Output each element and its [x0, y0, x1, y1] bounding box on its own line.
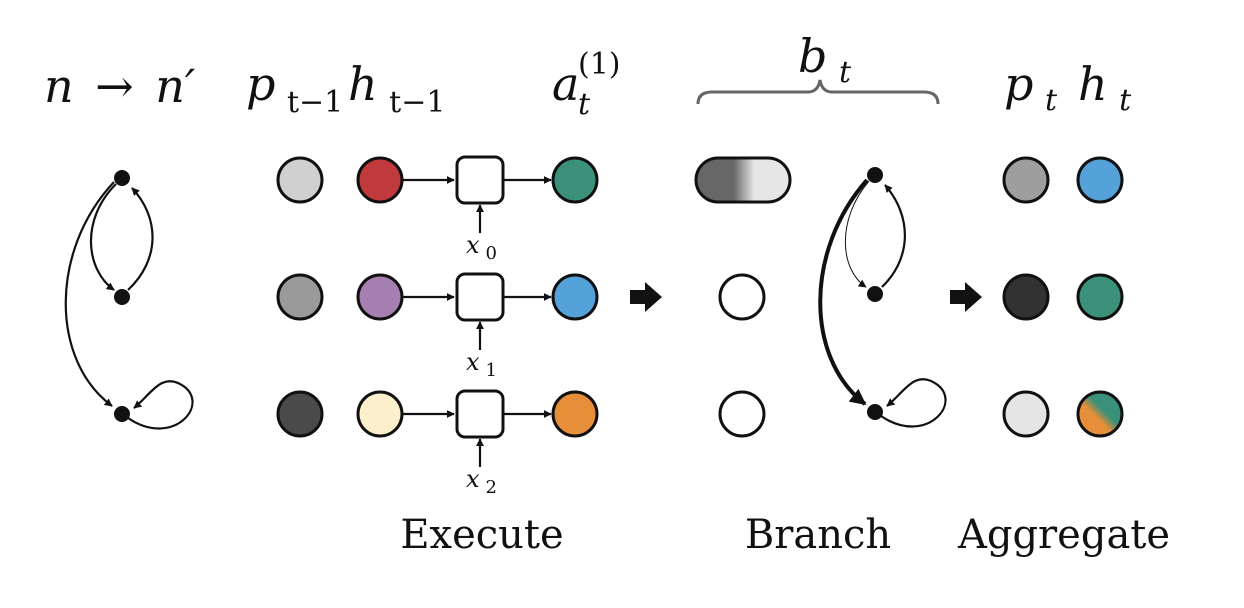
- h-prev-node-0: [356, 156, 404, 204]
- execute-op-box-2: [455, 389, 505, 439]
- a-t-node-2: [551, 390, 599, 438]
- label-n-prime: n′: [155, 59, 196, 113]
- right-arrow-icon: [950, 282, 982, 312]
- p-prev-node-2: [276, 390, 324, 438]
- label-p-t: p t: [1004, 57, 1058, 118]
- stage-arrow-branch-to-aggregate: [950, 282, 982, 312]
- branch-graph: [818, 167, 947, 428]
- input-label-0-sub: 0: [486, 243, 497, 264]
- branch-graph-node-top: [867, 167, 883, 183]
- input-label-2-base: x: [466, 465, 480, 493]
- h-prev-node-1: [356, 273, 404, 321]
- label-transition: n → n′: [44, 59, 196, 113]
- p-prev-node-1: [276, 273, 324, 321]
- edge-middle-to-top: [127, 187, 154, 291]
- label-a-t-sub: t: [578, 87, 591, 122]
- input-label-0-base: x: [466, 231, 480, 259]
- branch-edge-top-to-middle-thin: [844, 180, 870, 288]
- left-graph: [64, 170, 194, 430]
- label-p-prev-sub: t−1: [287, 85, 343, 120]
- a-t-node-0: [551, 156, 599, 204]
- edge-bottom-self-loop: [127, 380, 194, 430]
- input-label-1: x 1: [466, 348, 497, 381]
- branch-edge-bottom-self-loop: [880, 378, 947, 428]
- stage-label-branch: Branch: [745, 512, 891, 558]
- h-t-node-2: [1076, 390, 1124, 438]
- label-p-t-sub: t: [1045, 83, 1058, 118]
- p-t-node-2: [1002, 390, 1050, 438]
- b-t-node-2: [718, 390, 766, 438]
- h-t-node-0: [1076, 156, 1124, 204]
- label-b-t: b t: [798, 29, 852, 90]
- execute-op-box-1: [455, 272, 505, 322]
- input-label-1-base: x: [466, 348, 480, 376]
- b-t-pill-node-0: [694, 156, 792, 204]
- p-t-node-1: [1002, 273, 1050, 321]
- h-prev-node-2: [356, 390, 404, 438]
- a-t-node-1: [551, 273, 599, 321]
- label-arrow: →: [95, 59, 134, 113]
- input-label-2: x 2: [466, 465, 497, 498]
- stage-arrow-execute-to-branch: [630, 282, 662, 312]
- p-prev-node-0: [276, 156, 324, 204]
- label-a-t-sup: (1): [578, 47, 621, 82]
- graph-node-middle: [114, 289, 130, 305]
- branch-edge-middle-to-top: [881, 184, 906, 288]
- b-t-node-1: [718, 273, 766, 321]
- label-b-t-sub: t: [839, 55, 852, 90]
- branch-edge-top-to-bottom-thick: [818, 178, 869, 406]
- label-h-t-sub: t: [1119, 83, 1132, 118]
- h-t-node-1: [1076, 273, 1124, 321]
- b-t-brace: [696, 79, 940, 105]
- stage-label-aggregate: Aggregate: [957, 512, 1170, 558]
- input-label-2-sub: 2: [486, 477, 497, 498]
- input-label-0: x 0: [466, 231, 497, 264]
- execute-op-box-0: [455, 155, 505, 205]
- branch-graph-node-bottom: [867, 404, 883, 420]
- p-t-node-0: [1002, 156, 1050, 204]
- label-n: n: [44, 59, 74, 113]
- label-p-t-base: p: [1004, 57, 1033, 111]
- label-h-prev: h t−1: [348, 57, 445, 120]
- label-p-prev-base: p: [246, 57, 275, 111]
- graph-node-top: [114, 170, 130, 186]
- row-2: x 2: [276, 389, 1124, 498]
- stage-label-execute: Execute: [400, 512, 563, 558]
- graph-node-bottom: [114, 406, 130, 422]
- label-h-t-base: h: [1078, 57, 1108, 111]
- label-p-prev: p t−1: [246, 57, 343, 120]
- edge-top-to-middle: [89, 183, 117, 291]
- input-label-1-sub: 1: [486, 360, 497, 381]
- label-h-prev-base: h: [348, 57, 378, 111]
- label-h-prev-sub: t−1: [389, 85, 445, 120]
- branch-graph-node-middle: [867, 286, 883, 302]
- edge-top-to-bottom: [64, 181, 115, 407]
- label-h-t: h t: [1078, 57, 1132, 118]
- label-a-t-base: a: [552, 57, 579, 111]
- right-arrow-icon: [630, 282, 662, 312]
- label-b-t-base: b: [798, 29, 827, 83]
- row-0: x 0: [276, 155, 1124, 264]
- row-1: x 1: [276, 272, 1124, 381]
